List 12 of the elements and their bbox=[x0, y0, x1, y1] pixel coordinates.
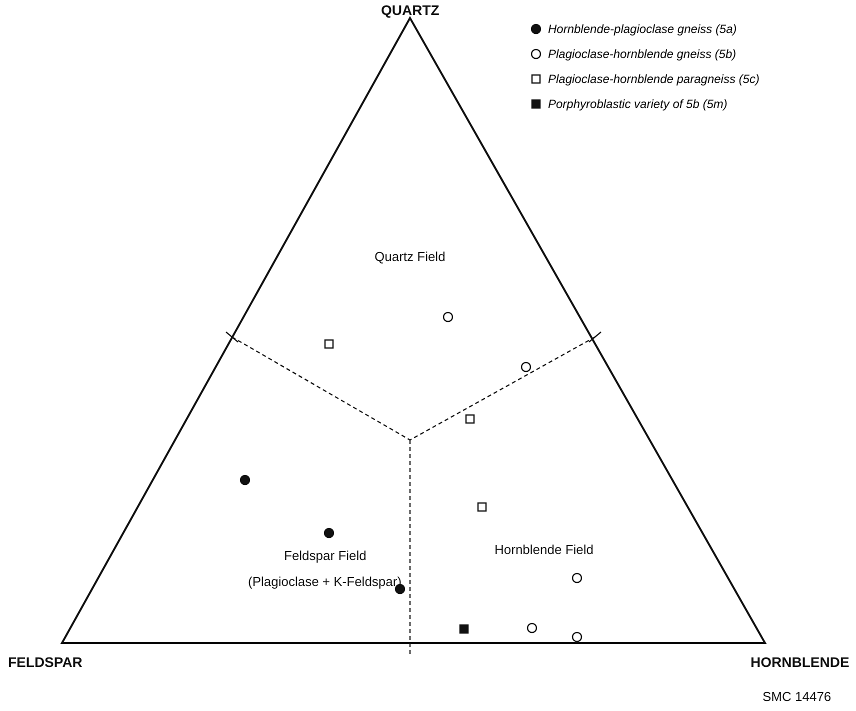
field-label: Hornblende Field bbox=[494, 542, 594, 556]
vertex-label: FELDSPAR bbox=[8, 654, 82, 670]
vertex-label: HORNBLENDE bbox=[750, 654, 850, 670]
legend-label: Hornblende-plagioclase gneiss (5a) bbox=[548, 22, 737, 36]
vertex-label: QUARTZ bbox=[381, 2, 440, 18]
figure-number: SMC 14476 bbox=[762, 688, 832, 704]
legend-label: Plagioclase-hornblende gneiss (5b) bbox=[548, 47, 736, 61]
legend-label: Plagioclase-hornblende paragneiss (5c) bbox=[548, 72, 760, 86]
field-note: (Plagioclase + K-Feldspar) bbox=[248, 574, 402, 588]
field-label: Quartz Field bbox=[374, 248, 446, 264]
field-label: Feldspar Field bbox=[284, 548, 366, 562]
legend-label: Porphyroblastic variety of 5b (5m) bbox=[548, 97, 728, 111]
